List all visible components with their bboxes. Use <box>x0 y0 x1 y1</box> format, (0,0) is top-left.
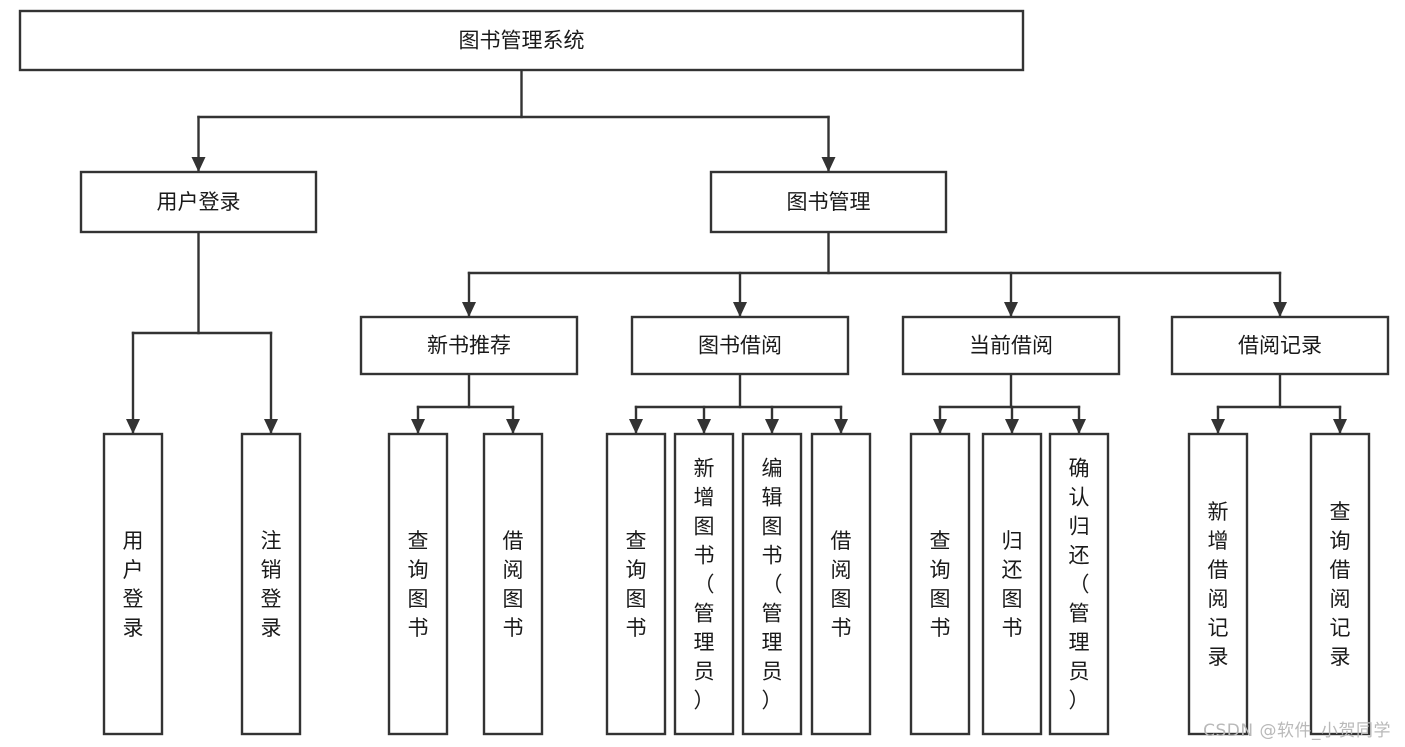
node-borrow-record[interactable]: 借阅记录 <box>1170 315 1390 376</box>
connector-layer <box>126 68 1347 435</box>
arrow-head-icon <box>1072 419 1086 434</box>
node-label: 借阅图书 <box>503 529 524 640</box>
node-leaf-user-login[interactable]: 用户登录 <box>102 432 164 736</box>
node-box <box>909 432 971 736</box>
node-leaf-borrow-book-bor[interactable]: 借阅图书 <box>810 432 872 736</box>
node-root[interactable]: 图书管理系统 <box>18 9 1025 72</box>
watermark-label: CSDN @软件_小贺同学 <box>1203 721 1391 741</box>
node-label: 借阅图书 <box>831 529 852 640</box>
arrow-head-icon <box>411 419 425 434</box>
node-book-borrow[interactable]: 图书借阅 <box>630 315 850 376</box>
node-box <box>605 432 667 736</box>
arrow-head-icon <box>1005 419 1019 434</box>
node-box <box>482 432 544 736</box>
node-label: 图书借阅 <box>698 334 782 358</box>
edge-group-current-borrow <box>933 372 1086 435</box>
node-current-borrow[interactable]: 当前借阅 <box>901 315 1121 376</box>
node-box <box>240 432 302 736</box>
node-box <box>741 432 803 736</box>
node-leaf-query-borrow-record[interactable]: 查询借阅记录 <box>1309 432 1371 736</box>
node-leaf-add-borrow-record[interactable]: 新增借阅记录 <box>1187 432 1249 736</box>
node-label: 查询图书 <box>408 529 429 640</box>
arrow-head-icon <box>765 419 779 434</box>
node-box <box>981 432 1043 736</box>
node-label: 借阅记录 <box>1238 334 1322 358</box>
arrow-head-icon <box>191 157 206 172</box>
node-leaf-edit-book-admin[interactable]: 编辑图书（管理员） <box>741 432 803 736</box>
arrow-head-icon <box>834 419 848 434</box>
node-user-login[interactable]: 用户登录 <box>79 170 318 234</box>
node-leaf-query-book-bor[interactable]: 查询图书 <box>605 432 667 736</box>
edge-group-root <box>191 68 836 173</box>
node-box <box>1170 315 1390 376</box>
node-leaf-query-book-cur[interactable]: 查询图书 <box>909 432 971 736</box>
node-label: 图书管理 <box>787 190 871 214</box>
edge-group-user-login <box>126 230 278 435</box>
node-label: 新增图书（管理员） <box>694 457 715 713</box>
node-label: 查询图书 <box>626 529 647 640</box>
node-label: 新增借阅记录 <box>1208 500 1229 669</box>
arrow-head-icon <box>1333 419 1347 434</box>
node-box <box>102 432 164 736</box>
node-label: 编辑图书（管理员） <box>762 457 783 713</box>
arrow-head-icon <box>733 302 747 317</box>
node-label: 用户登录 <box>157 190 241 214</box>
edge-group-new-book-recommend <box>411 372 520 435</box>
node-label: 图书管理系统 <box>459 29 585 53</box>
arrow-head-icon <box>1273 302 1287 317</box>
node-box <box>387 432 449 736</box>
node-leaf-borrow-book-rec[interactable]: 借阅图书 <box>482 432 544 736</box>
node-label: 查询图书 <box>930 529 951 640</box>
node-box <box>79 170 318 234</box>
arrow-head-icon <box>697 419 711 434</box>
node-leaf-logout[interactable]: 注销登录 <box>240 432 302 736</box>
arrow-head-icon <box>1211 419 1225 434</box>
node-label: 归还图书 <box>1002 529 1023 640</box>
arrow-head-icon <box>462 302 476 317</box>
arrow-head-icon <box>126 419 140 434</box>
node-label: 确认归还（管理员） <box>1069 457 1090 713</box>
edge-group-book-management <box>462 230 1287 318</box>
node-book-management[interactable]: 图书管理 <box>709 170 948 234</box>
node-layer: 图书管理系统用户登录图书管理新书推荐图书借阅当前借阅借阅记录用户登录注销登录查询… <box>18 9 1390 736</box>
edge-group-borrow-record <box>1211 372 1347 435</box>
node-box <box>901 315 1121 376</box>
node-label: 查询借阅记录 <box>1330 500 1351 669</box>
arrow-head-icon <box>629 419 643 434</box>
node-box <box>673 432 735 736</box>
node-box <box>18 9 1025 72</box>
node-label: 新书推荐 <box>427 334 511 358</box>
edge-group-book-borrow <box>629 372 848 435</box>
node-box <box>359 315 579 376</box>
node-box <box>709 170 948 234</box>
node-box <box>1309 432 1371 736</box>
arrow-head-icon <box>264 419 278 434</box>
node-box <box>1187 432 1249 736</box>
arrow-head-icon <box>821 157 836 172</box>
node-leaf-return-book[interactable]: 归还图书 <box>981 432 1043 736</box>
node-box <box>630 315 850 376</box>
node-leaf-add-book-admin[interactable]: 新增图书（管理员） <box>673 432 735 736</box>
node-label: 用户登录 <box>123 529 144 640</box>
node-label: 注销登录 <box>261 529 282 640</box>
node-box <box>810 432 872 736</box>
node-box <box>1048 432 1110 736</box>
arrow-head-icon <box>1004 302 1018 317</box>
arrow-head-icon <box>506 419 520 434</box>
node-label: 当前借阅 <box>969 334 1053 358</box>
node-new-book-recommend[interactable]: 新书推荐 <box>359 315 579 376</box>
node-leaf-confirm-return-admin[interactable]: 确认归还（管理员） <box>1048 432 1110 736</box>
node-leaf-query-book-rec[interactable]: 查询图书 <box>387 432 449 736</box>
arrow-head-icon <box>933 419 947 434</box>
